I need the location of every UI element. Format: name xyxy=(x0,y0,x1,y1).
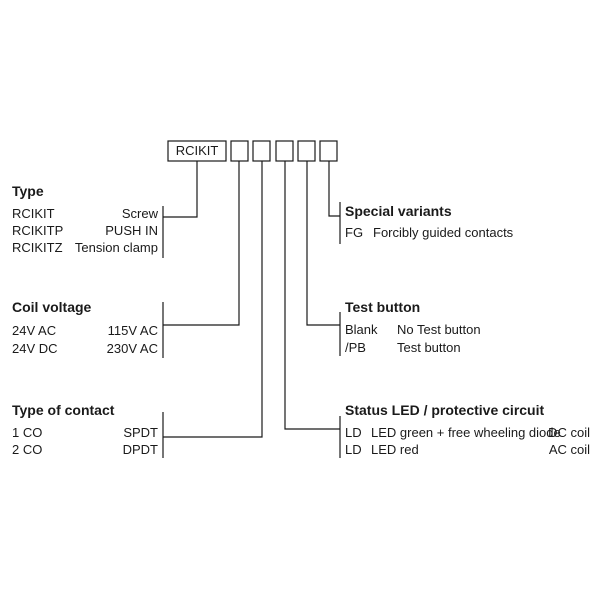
coil-left-2: 24V DC xyxy=(12,341,58,356)
type-code-1: RCIKIT xyxy=(12,206,55,221)
special-code-1: FG xyxy=(345,225,364,240)
type-desc-3: Tension clamp xyxy=(74,240,158,255)
connector-led xyxy=(284,161,340,430)
code-box-slot-3 xyxy=(275,140,294,162)
type-code-2: RCIKITP xyxy=(12,223,64,238)
contact-left-1: 1 CO xyxy=(12,425,43,440)
code-box-label: RCIKIT xyxy=(175,143,219,158)
test-code-1: Blank xyxy=(345,322,378,337)
contact-right-2: DPDT xyxy=(122,442,158,457)
coil-right-1: 115V AC xyxy=(107,323,158,338)
led-heading: Status LED / protective circuit xyxy=(345,402,545,418)
test-heading: Test button xyxy=(345,299,421,315)
code-box-slot-5 xyxy=(319,140,338,162)
code-box-slot-1 xyxy=(230,140,249,162)
coil-heading: Coil voltage xyxy=(12,299,92,315)
coil-left-1: 24V AC xyxy=(12,323,57,338)
led-desc-2: LED red xyxy=(371,442,419,457)
contact-right-1: SPDT xyxy=(123,425,158,440)
connector-special xyxy=(328,161,340,217)
special-desc-1: Forcibly guided contacts xyxy=(373,225,514,240)
test-desc-2: Test button xyxy=(397,340,461,355)
led-coil-1: DC coil xyxy=(548,425,590,440)
test-code-2: /PB xyxy=(345,340,366,355)
led-code-1: LD xyxy=(345,425,362,440)
coil-right-2: 230V AC xyxy=(106,341,158,356)
code-box-slot-4 xyxy=(297,140,316,162)
led-code-2: LD xyxy=(345,442,362,457)
type-desc-2: PUSH IN xyxy=(105,223,158,238)
led-desc-1: LED green + free wheeling diode xyxy=(371,425,561,440)
type-code-3: RCIKITZ xyxy=(12,240,63,255)
code-box-slot-2 xyxy=(252,140,271,162)
type-heading: Type xyxy=(12,183,44,199)
contact-heading: Type of contact xyxy=(12,402,115,418)
connector-coil xyxy=(163,161,240,326)
connector-test xyxy=(306,161,340,326)
special-heading: Special variants xyxy=(345,203,452,219)
contact-left-2: 2 CO xyxy=(12,442,43,457)
connector-contact xyxy=(163,161,263,438)
led-coil-2: AC coil xyxy=(548,442,590,457)
connector-type xyxy=(163,161,198,218)
test-desc-1: No Test button xyxy=(397,322,481,337)
type-desc-1: Screw xyxy=(121,206,158,221)
